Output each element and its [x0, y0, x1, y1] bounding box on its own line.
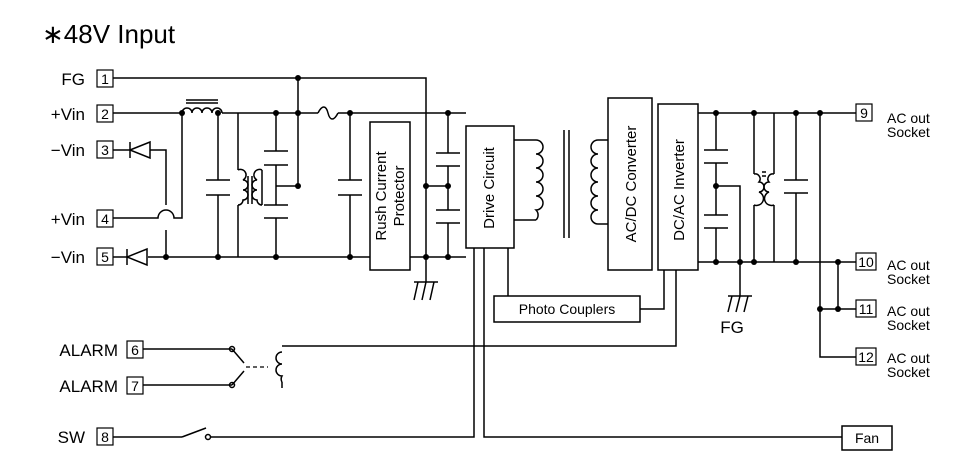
output-9-box [855, 103, 873, 122]
fan-label: Fan [855, 430, 879, 446]
terminal-1-number: 1 [101, 71, 109, 87]
terminal-4-label: +Vin [51, 210, 85, 229]
terminal-2: +Vin 2 [51, 104, 114, 124]
output-10-number: 10 [858, 254, 874, 270]
drive-circuit: Drive Circuit [448, 112, 515, 258]
ac-dc-label: AC/DC Converter [623, 126, 640, 243]
photo-couplers-label: Photo Couplers [519, 301, 616, 317]
output-10-line2: Socket [887, 271, 930, 287]
terminal-5: −Vin 5 [51, 247, 114, 267]
terminal-5-number: 5 [101, 249, 109, 265]
output-9: 9 AC out Socket [855, 103, 930, 140]
output-10-box [855, 252, 877, 271]
terminal-8-number: 8 [101, 429, 109, 445]
input-capacitors [206, 150, 362, 219]
terminal-6-label: ALARM [59, 341, 118, 360]
transformer [514, 130, 608, 238]
output-9-number: 9 [860, 105, 868, 121]
terminal-6-number: 6 [131, 342, 139, 358]
switch-and-fan: Fan [113, 248, 893, 451]
ac-dc-converter: AC/DC Converter [607, 97, 653, 271]
rush-current-protector: Rush Current Protector [369, 121, 411, 271]
terminal-7: ALARM 7 [59, 376, 144, 396]
output-filter [698, 112, 856, 296]
chassis-ground-input [413, 281, 438, 301]
junction-dots [163, 75, 841, 312]
rush-label-line2: Protector [391, 166, 408, 227]
output-9-line1: AC out [887, 110, 930, 126]
output-10-line1: AC out [887, 257, 930, 273]
output-12: 12 AC out Socket [855, 347, 930, 380]
output-12-line1: AC out [887, 350, 930, 366]
chassis-ground-output: FG [720, 295, 752, 337]
output-12-number: 12 [858, 349, 874, 365]
common-mode-choke [237, 168, 263, 206]
photo-couplers: Photo Couplers [493, 248, 665, 323]
terminal-8: SW 8 [58, 427, 114, 447]
terminal-3-label: −Vin [51, 141, 85, 160]
terminal-3-number: 3 [101, 142, 109, 158]
terminal-4: +Vin 4 [51, 209, 114, 229]
output-distribution [819, 113, 856, 358]
output-11-box [855, 299, 877, 318]
output-10: 10 AC out Socket [855, 252, 930, 287]
dc-ac-label: DC/AC Inverter [671, 139, 688, 241]
terminal-1-label: FG [61, 70, 85, 89]
alarm-relay [143, 270, 677, 389]
output-11-number: 11 [859, 301, 874, 317]
terminal-8-label: SW [58, 428, 85, 447]
diode-3 [127, 140, 151, 160]
diagram-title: ∗48V Input [42, 19, 176, 49]
dc-ac-inverter: DC/AC Inverter [657, 103, 699, 271]
terminal-1: FG 1 [61, 69, 114, 89]
diode-5 [124, 247, 148, 267]
terminal-4-number: 4 [101, 211, 109, 227]
output-12-line2: Socket [887, 364, 930, 380]
output-11: 11 AC out Socket [855, 299, 930, 333]
terminal-7-number: 7 [131, 378, 139, 394]
terminal-6: ALARM 6 [59, 340, 144, 360]
output-11-line2: Socket [887, 317, 930, 333]
output-9-line2: Socket [887, 124, 930, 140]
fan-box [841, 425, 893, 451]
terminal-2-number: 2 [101, 106, 109, 122]
output-11-line1: AC out [887, 303, 930, 319]
terminal-5-label: −Vin [51, 248, 85, 267]
rush-label-line1: Rush Current [373, 151, 390, 241]
fg-output-label: FG [720, 318, 744, 337]
terminal-2-label: +Vin [51, 105, 85, 124]
output-12-box [855, 347, 877, 366]
drive-circuit-label: Drive Circuit [481, 146, 498, 229]
terminal-3: −Vin 3 [51, 140, 114, 160]
fuse [317, 106, 339, 120]
bulk-capacitors [426, 113, 460, 257]
terminal-7-label: ALARM [59, 377, 118, 396]
input-inductor [181, 99, 223, 114]
